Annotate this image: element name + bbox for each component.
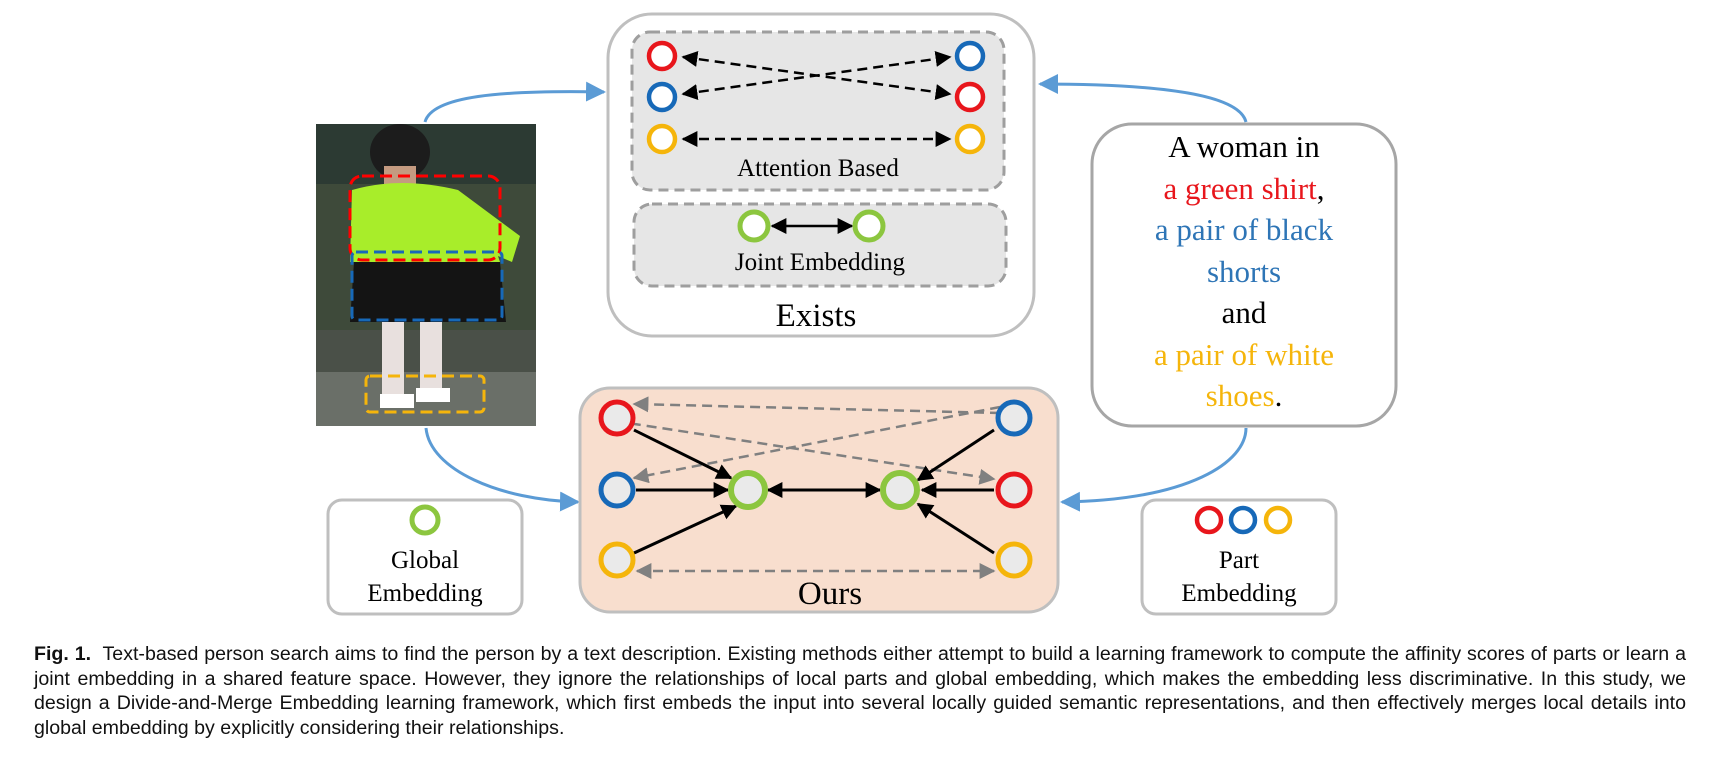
image-to-exists-arrow bbox=[423, 81, 606, 123]
exists-title: Exists bbox=[776, 298, 857, 334]
text-to-exists-arrow bbox=[1038, 74, 1248, 123]
figure-caption: Fig. 1. Text-based person search aims to… bbox=[34, 642, 1686, 740]
joint-embedding-box bbox=[632, 202, 1008, 288]
part-embedding-legend: Part Embedding bbox=[1140, 498, 1338, 616]
global-embedding-label-line2: Embedding bbox=[367, 580, 483, 607]
blue-part-node bbox=[1228, 505, 1258, 535]
global-embedding-label-line1: Global bbox=[391, 547, 459, 574]
green-global-node bbox=[880, 470, 920, 510]
caption-text: Text-based person search aims to find th… bbox=[34, 643, 1686, 739]
red-part-node bbox=[598, 399, 636, 437]
green-global-node bbox=[852, 209, 886, 243]
framework-figure: Attention Based Joint Embedding Exists bbox=[316, 12, 1398, 616]
yellow-part-node bbox=[598, 541, 636, 579]
desc-line-7: shoes. bbox=[1205, 378, 1283, 413]
yellow-part-node bbox=[646, 123, 678, 155]
desc-shoes: shoes bbox=[1205, 378, 1275, 413]
red-part-node bbox=[995, 471, 1033, 509]
yellow-part-node bbox=[954, 123, 986, 155]
desc-line-5: and bbox=[1221, 295, 1267, 330]
caption-label: Fig. 1. bbox=[34, 643, 92, 665]
text-description-box bbox=[1090, 122, 1398, 428]
red-part-node bbox=[646, 40, 678, 72]
yellow-part-node bbox=[995, 541, 1033, 579]
global-embedding-legend: Global Embedding bbox=[326, 498, 524, 616]
yellow-part-node bbox=[1263, 505, 1293, 535]
blue-part-node bbox=[954, 40, 986, 72]
desc-line-4: shorts bbox=[1206, 253, 1282, 289]
red-part-node bbox=[1194, 505, 1224, 535]
ours-title: Ours bbox=[798, 576, 862, 612]
ours-cross-arrows bbox=[614, 396, 1001, 579]
flow-arrows bbox=[423, 74, 1248, 512]
blue-part-node bbox=[646, 81, 678, 113]
ours-merge-arrows bbox=[633, 428, 995, 555]
blue-part-node bbox=[598, 471, 636, 509]
ours-panel: Ours bbox=[578, 386, 1060, 614]
blue-part-node bbox=[995, 399, 1033, 437]
text-to-ours-arrow bbox=[1060, 427, 1248, 512]
image-to-ours-arrow bbox=[424, 427, 580, 512]
desc-line-3: a pair of black bbox=[1154, 212, 1334, 247]
exists-panel: Attention Based Joint Embedding Exists bbox=[606, 12, 1036, 338]
green-global-node bbox=[737, 209, 771, 243]
green-global-node bbox=[409, 504, 441, 536]
part-embedding-label-line1: Part bbox=[1219, 547, 1259, 574]
text-description: A woman in a green shirt, a pair of blac… bbox=[1092, 126, 1396, 417]
desc-line-1: A woman in bbox=[1168, 129, 1320, 164]
desc-green-shirt: a green shirt bbox=[1163, 170, 1317, 206]
part-embedding-label-line2: Embedding bbox=[1181, 580, 1297, 607]
desc-line-2: a green shirt, bbox=[1163, 170, 1325, 206]
person-image bbox=[316, 124, 536, 426]
desc-line-6: a pair of white bbox=[1154, 336, 1334, 372]
attention-based-label: Attention Based bbox=[737, 155, 899, 182]
green-global-node bbox=[728, 470, 768, 510]
attention-arrows bbox=[681, 51, 952, 147]
joint-embedding-label: Joint Embedding bbox=[735, 249, 906, 276]
red-part-node bbox=[954, 81, 986, 113]
